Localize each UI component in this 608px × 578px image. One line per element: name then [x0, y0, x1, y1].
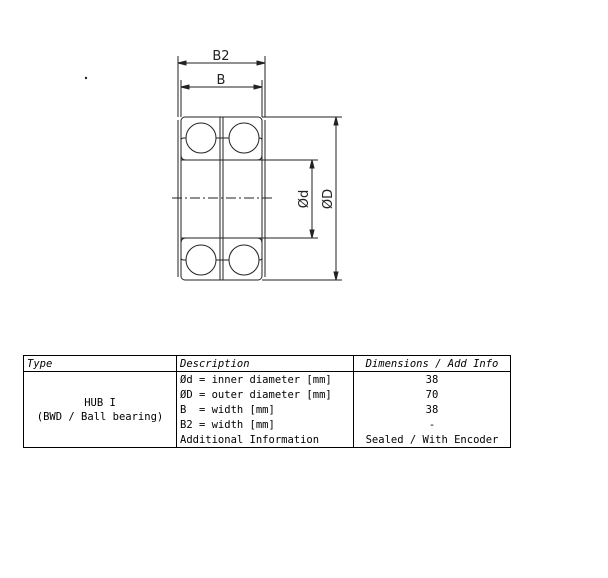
header-dimensions: Dimensions / Add Info — [353, 355, 511, 372]
ball-top-left — [185, 122, 217, 154]
type-cell: HUB I (BWD / Ball bearing) — [23, 371, 177, 448]
row-value: 70 — [353, 387, 511, 402]
stray-dot — [84, 76, 88, 80]
table-header-row: Type Description Dimensions / Add Info — [23, 355, 511, 372]
ball-bottom-left — [185, 244, 217, 276]
specification-table: Type Description Dimensions / Add Info H… — [23, 355, 511, 448]
b2-arrow-right — [256, 60, 266, 66]
outer-diameter-label: ØD — [321, 189, 336, 209]
row-value: 38 — [353, 402, 511, 417]
row-description: B2 = width [mm] — [176, 417, 354, 432]
row-description: B = width [mm] — [176, 402, 354, 417]
row-description: Additional Information — [176, 432, 354, 448]
header-type: Type — [23, 355, 177, 372]
inner-dia-arrow-top — [309, 159, 315, 169]
outer-dia-arrow-top — [333, 116, 339, 126]
inner-dia-arrow-bottom — [309, 229, 315, 239]
ball-bottom-right — [228, 244, 260, 276]
header-description: Description — [176, 355, 354, 372]
ball-top-right — [228, 122, 260, 154]
table-row: Additional Information Sealed / With Enc… — [24, 432, 511, 448]
table-row: ØD = outer diameter [mm] 70 — [24, 387, 511, 402]
inner-diameter-label: Ød — [297, 190, 312, 208]
type-subtitle: (BWD / Ball bearing) — [36, 410, 164, 423]
row-description: ØD = outer diameter [mm] — [176, 387, 354, 402]
row-value: Sealed / With Encoder — [353, 432, 511, 448]
table-row: B = width [mm] 38 — [24, 402, 511, 417]
b-arrow-left — [180, 84, 190, 90]
b2-arrow-left — [177, 60, 187, 66]
row-value: - — [353, 417, 511, 432]
row-description: Ød = inner diameter [mm] — [176, 371, 354, 387]
b-arrow-right — [253, 84, 263, 90]
b-label: B — [217, 73, 226, 88]
table-row: HUB I (BWD / Ball bearing) Ød = inner di… — [23, 371, 511, 448]
outer-dia-arrow-bottom — [333, 271, 339, 281]
bearing-cross-section-drawing: B2 B Ød ØD — [84, 49, 342, 281]
type-name: HUB I — [84, 396, 116, 409]
row-value: 38 — [353, 371, 511, 387]
b2-label: B2 — [212, 49, 229, 64]
table-row: B2 = width [mm] - — [24, 417, 511, 432]
